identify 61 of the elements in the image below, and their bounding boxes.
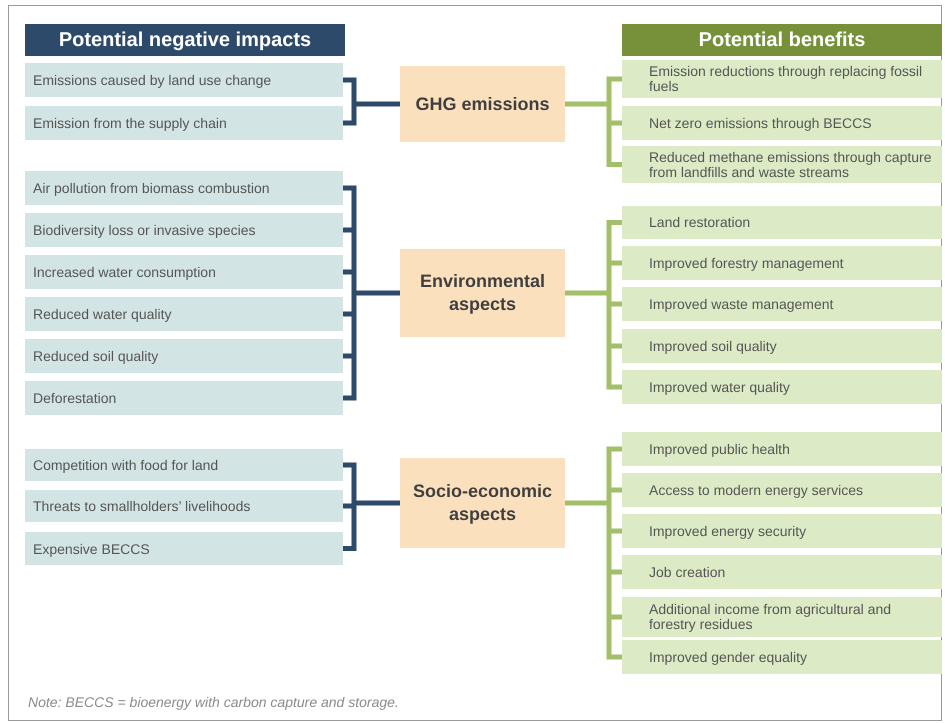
benefit-box: [622, 60, 942, 98]
impact-box: [25, 63, 343, 97]
benefit-box: [622, 106, 942, 140]
box-text: Potential negative impacts: [58, 28, 312, 52]
box-text: Reduced water quality: [33, 306, 172, 322]
benefit-box: [622, 146, 942, 183]
header-band: [622, 24, 942, 56]
impact-box: [25, 490, 343, 522]
impact-box: [25, 171, 343, 205]
box-text: Job creation: [649, 564, 726, 580]
impact-box: [25, 532, 343, 565]
impact-box: [25, 213, 343, 247]
box-text: Threats to smallholders’ livelihoods: [33, 498, 250, 514]
box-text: Air pollution from biomass combustion: [33, 180, 270, 196]
benefit-box: [622, 206, 942, 239]
box-text: Emissions caused by land use change: [33, 72, 272, 88]
box-text: Increased water consumption: [33, 264, 216, 280]
box-text: Emission reductions through replacing fossil fuels: [649, 64, 924, 94]
benefit-box: [622, 246, 942, 280]
box-text: Biodiversity loss or invasive species: [33, 222, 256, 238]
benefit-box: [622, 287, 942, 321]
box-text: Land restoration: [649, 215, 750, 230]
header-band: [25, 24, 345, 56]
box-text: Expensive BECCS: [33, 540, 150, 556]
box-text: Net zero emissions through BECCS: [649, 116, 872, 130]
impact-box: [25, 381, 343, 415]
benefit-box: [622, 329, 942, 363]
benefit-box: [622, 555, 942, 589]
impact-box: [25, 449, 343, 481]
box-text: Improved water quality: [649, 380, 790, 394]
box-text: Socio-economic aspects: [412, 480, 554, 526]
box-text: Potential benefits: [698, 28, 866, 52]
benefit-box: [622, 597, 942, 637]
benefit-box: [622, 640, 942, 674]
benefit-box: [622, 514, 942, 548]
box-text: Improved public health: [649, 442, 790, 456]
box-text: Environmental aspects: [418, 270, 546, 316]
note-text: Note: BECCS = bioenergy with carbon capture and storage.: [28, 694, 399, 710]
box-text: Reduced soil quality: [33, 348, 158, 364]
benefit-box: [622, 432, 942, 466]
box-text: Improved energy security: [649, 524, 806, 538]
impact-box: [25, 339, 343, 373]
box-text: Emission from the supply chain: [33, 115, 227, 131]
box-text: Additional income from agricultural and forestry residues: [649, 602, 892, 632]
impact-box: [25, 106, 343, 140]
box-text: Improved waste management: [649, 296, 834, 312]
category-box: [400, 66, 565, 142]
benefit-box: [622, 473, 942, 507]
impact-box: [25, 297, 343, 331]
box-text: Deforestation: [33, 390, 116, 406]
category-box: [400, 458, 565, 548]
category-box: [400, 249, 565, 337]
box-text: Improved forestry management: [649, 256, 844, 270]
box-text: GHG emissions: [415, 92, 550, 116]
box-text: Access to modern energy services: [649, 482, 863, 498]
box-text: Improved gender equality: [649, 650, 807, 664]
box-text: Reduced methane emissions through capture from landfills and waste streams: [649, 150, 933, 180]
box-text: Improved soil quality: [649, 338, 777, 354]
impact-box: [25, 255, 343, 289]
benefit-box: [622, 370, 942, 404]
box-text: Competition with food for land: [33, 457, 218, 473]
